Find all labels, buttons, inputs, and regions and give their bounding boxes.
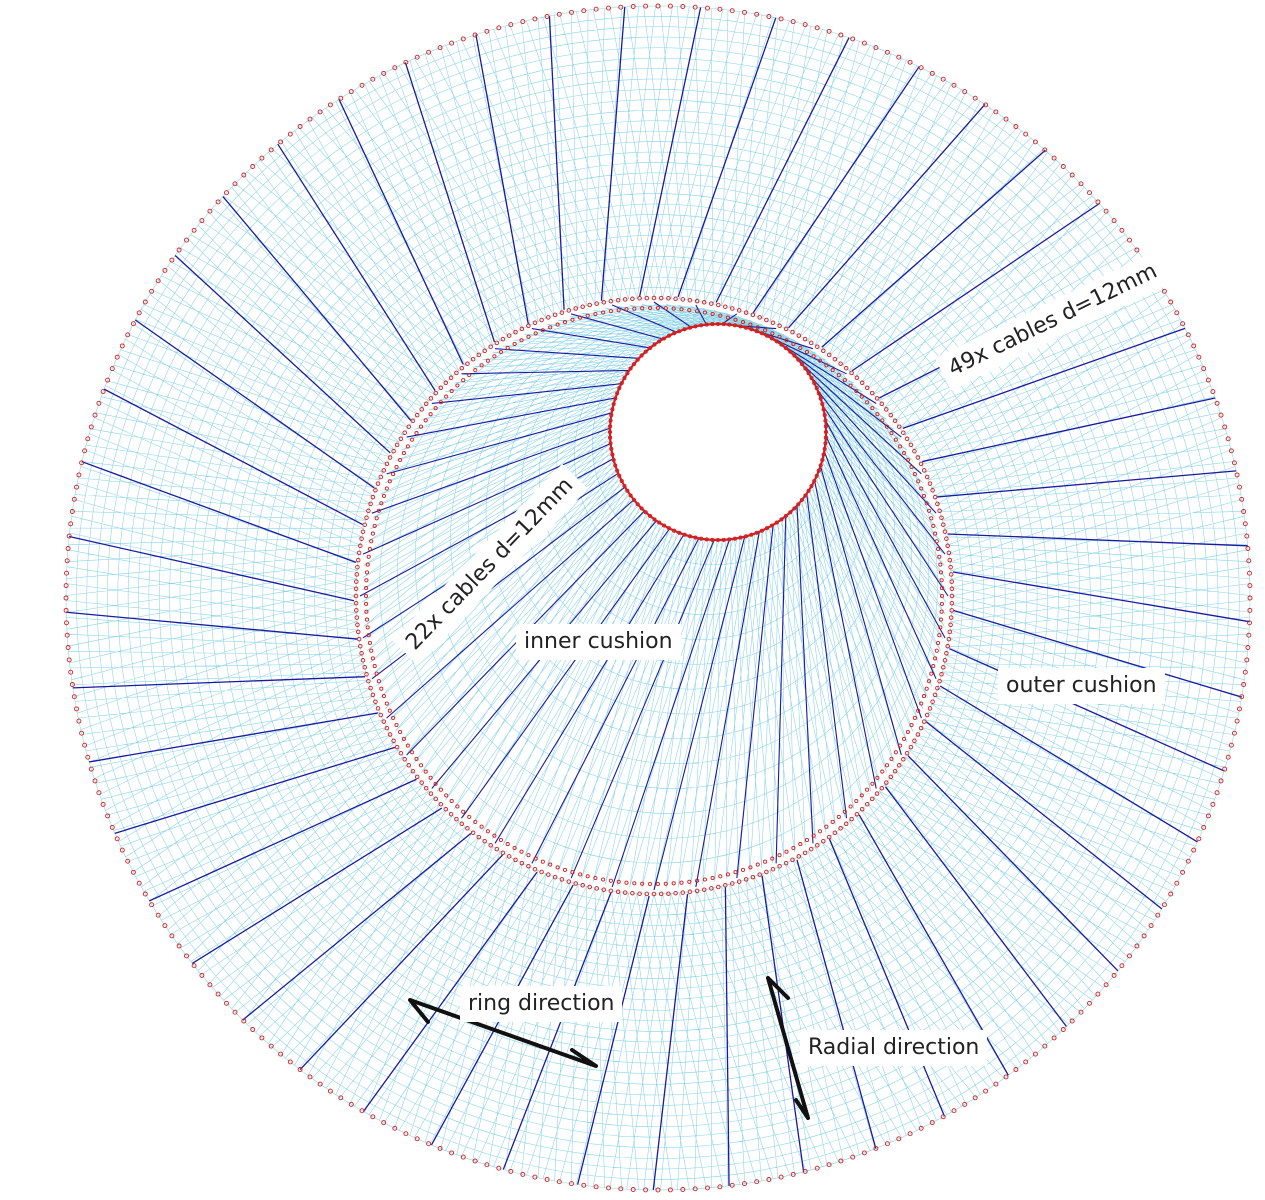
- outer-cable: [788, 104, 986, 329]
- outer-cable: [828, 839, 945, 1117]
- inner-cable: [611, 539, 731, 888]
- ring-direction-arrow: [408, 998, 598, 1068]
- outer-cable: [949, 648, 1225, 772]
- outer-cable: [937, 470, 1237, 498]
- outer-cable: [475, 34, 529, 324]
- outer-cable: [72, 676, 366, 689]
- outer-cable: [81, 461, 357, 563]
- inner-cable: [362, 443, 611, 555]
- outer-cable: [134, 319, 375, 489]
- outer-cable: [404, 62, 496, 343]
- inner-cable: [431, 383, 622, 405]
- inner-cable: [406, 397, 616, 438]
- outer-cable: [338, 99, 464, 365]
- outer-cable: [884, 786, 1067, 1027]
- outer-cable: [952, 571, 1250, 623]
- inner-cable: [461, 528, 671, 819]
- outer-cable: [222, 196, 412, 421]
- outer-cable: [715, 37, 850, 303]
- inner-cable: [570, 539, 715, 879]
- boundary-nodes: [63, 3, 1253, 1193]
- inner-cable: [695, 304, 707, 325]
- outer-cushion-label: outer cushion: [998, 668, 1165, 704]
- outer-cable: [277, 143, 436, 392]
- radial-direction-arrow: [766, 976, 810, 1120]
- outer-cable: [89, 712, 378, 763]
- inner-cable: [495, 348, 639, 359]
- inner-cable: [371, 427, 611, 514]
- inner-cable: [653, 536, 746, 891]
- inner-cable: [766, 334, 847, 375]
- outer-cable: [953, 609, 1242, 698]
- inner-cable: [386, 499, 635, 719]
- outer-cable: [242, 832, 472, 1021]
- outer-cable: [69, 535, 355, 602]
- outer-cable: [851, 202, 1100, 372]
- outer-cable: [174, 254, 391, 454]
- outer-cable: [796, 859, 877, 1149]
- outer-cable: [752, 66, 920, 314]
- inner-cable: [801, 363, 922, 475]
- outer-cable: [652, 894, 689, 1191]
- outer-cable: [907, 755, 1119, 972]
- outer-cable: [947, 533, 1248, 547]
- inner-cable: [531, 538, 700, 864]
- outer-cable: [299, 854, 504, 1071]
- inner-cable: [819, 465, 902, 756]
- inner-cable: [571, 313, 664, 340]
- inner-cable: [814, 480, 877, 789]
- inner-cable: [810, 376, 937, 514]
- inner-cushion-label: inner cushion: [516, 624, 681, 660]
- inner-cable: [824, 420, 946, 639]
- outer-cable: [724, 887, 730, 1186]
- outer-cable: [902, 327, 1186, 429]
- outer-cable: [502, 892, 612, 1170]
- inner-cable: [531, 328, 651, 349]
- inner-cable: [611, 304, 677, 333]
- inner-cable: [775, 516, 787, 864]
- outer-cable: [191, 807, 443, 964]
- outer-cable: [577, 895, 650, 1185]
- direction-arrows: [408, 976, 810, 1120]
- outer-cable: [821, 149, 1046, 348]
- outer-cables: [66, 6, 1250, 1191]
- outer-cable: [362, 871, 538, 1112]
- inner-cable: [796, 505, 814, 844]
- inner-cable: [791, 352, 902, 438]
- inner-cable: [653, 301, 692, 328]
- inner-cable: [823, 450, 922, 719]
- membrane-mesh: [65, 5, 1251, 1191]
- inner-cable: [825, 435, 937, 680]
- outer-cable: [922, 397, 1216, 463]
- outer-cable: [548, 16, 565, 310]
- ring-direction-label: ring direction: [460, 986, 623, 1022]
- outer-cable: [677, 17, 777, 298]
- inner-cable: [461, 369, 630, 375]
- inner-cable: [736, 524, 774, 879]
- inner-cable: [494, 534, 685, 844]
- outer-cable: [600, 6, 626, 301]
- outer-cable: [103, 388, 363, 526]
- outer-cable: [149, 778, 417, 902]
- outer-cable: [925, 721, 1163, 910]
- radial-direction-label: Radial direction: [800, 1030, 988, 1066]
- outer-cable: [939, 685, 1198, 843]
- inner-cable: [817, 390, 946, 555]
- outer-cable: [638, 7, 702, 297]
- outer-cable: [114, 746, 396, 834]
- inner-cable: [806, 493, 848, 819]
- inner-cable: [822, 404, 949, 597]
- inner-cable: [779, 342, 877, 404]
- outer-cable: [66, 611, 358, 640]
- inner-cable: [695, 531, 760, 888]
- inner-cable: [386, 412, 612, 475]
